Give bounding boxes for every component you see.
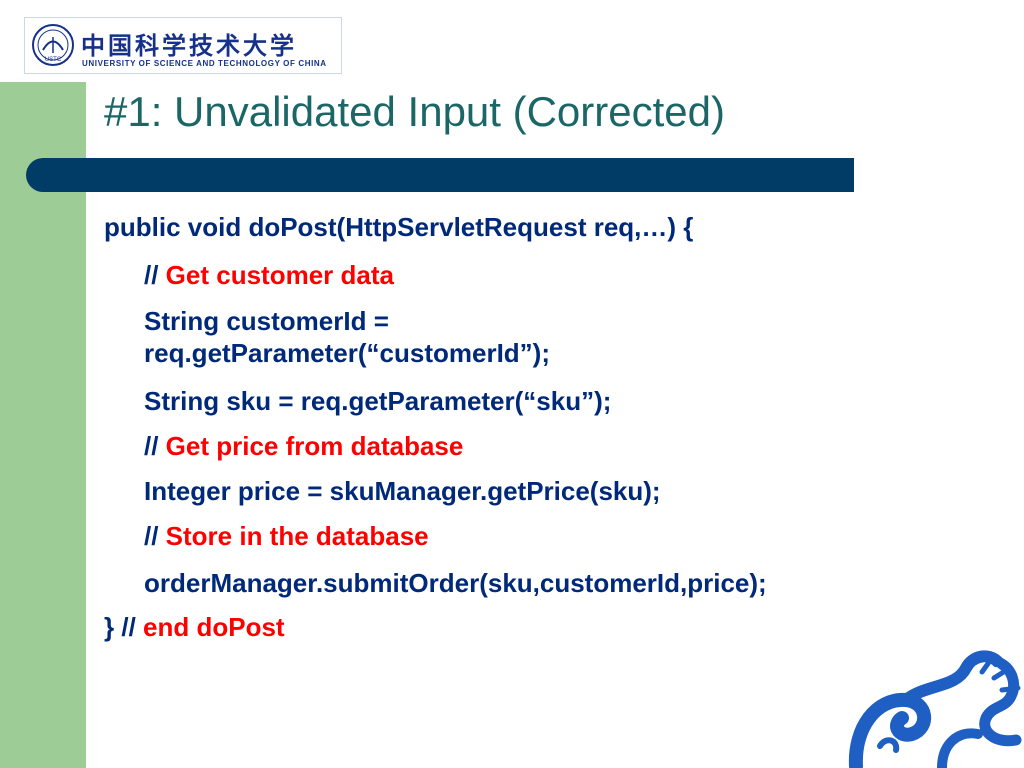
code-comment-line: // Store in the database	[144, 521, 429, 551]
university-seal-icon: USTC	[32, 24, 74, 66]
code-comment: Get price from database	[165, 431, 464, 461]
code-comment-line: } // end doPost	[104, 612, 285, 642]
code-comment-line: // Get customer data	[144, 260, 394, 290]
code-line: String customerId =	[144, 306, 389, 336]
left-accent-band	[0, 0, 86, 768]
logo-english-name: UNIVERSITY OF SCIENCE AND TECHNOLOGY OF …	[82, 59, 327, 68]
code-line: Integer price = skuManager.getPrice(sku)…	[144, 476, 661, 506]
code-comment: end doPost	[143, 612, 285, 642]
title-underline-bar	[26, 158, 854, 192]
logo-chinese-name: 中国科学技术大学	[81, 31, 297, 60]
code-comment: Get customer data	[165, 260, 394, 290]
code-comment-line: // Get price from database	[144, 431, 464, 461]
code-line: req.getParameter(“customerId”);	[144, 338, 550, 368]
university-logo: USTC 中国科学技术大学 UNIVERSITY OF SCIENCE AND …	[24, 17, 342, 74]
seal-text: USTC	[45, 57, 62, 63]
code-line: String sku = req.getParameter(“sku”);	[144, 386, 612, 416]
dragon-emblem-icon	[848, 650, 1022, 768]
slide-title: #1: Unvalidated Input (Corrected)	[104, 88, 725, 135]
code-comment: Store in the database	[165, 521, 429, 551]
code-line: public void doPost(HttpServletRequest re…	[104, 212, 694, 242]
code-line: orderManager.submitOrder(sku,customerId,…	[144, 568, 767, 598]
